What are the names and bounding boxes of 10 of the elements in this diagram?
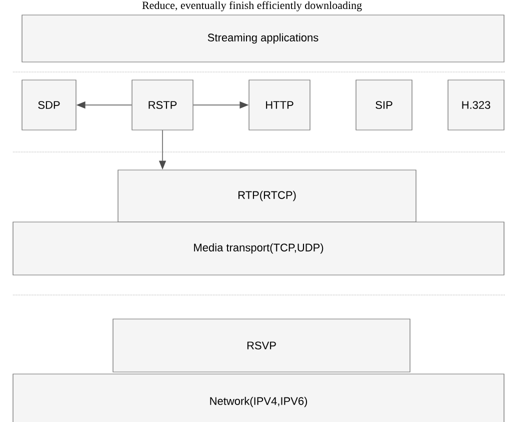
layer-box: Network(IPV4,IPV6) bbox=[12, 374, 504, 422]
layer-box: RTP(RTCP) bbox=[118, 170, 416, 222]
layer-box: SIP bbox=[356, 80, 412, 130]
layer-box: Media transport(TCP,UDP) bbox=[12, 222, 504, 276]
layer-box: RSVP bbox=[112, 318, 410, 372]
layer-box: SDP bbox=[22, 80, 76, 130]
layer-box: H.323 bbox=[448, 80, 504, 130]
layer-box: HTTP bbox=[248, 80, 310, 130]
layer-box: RSTP bbox=[132, 80, 194, 130]
layer-box: Streaming applications bbox=[22, 14, 504, 62]
